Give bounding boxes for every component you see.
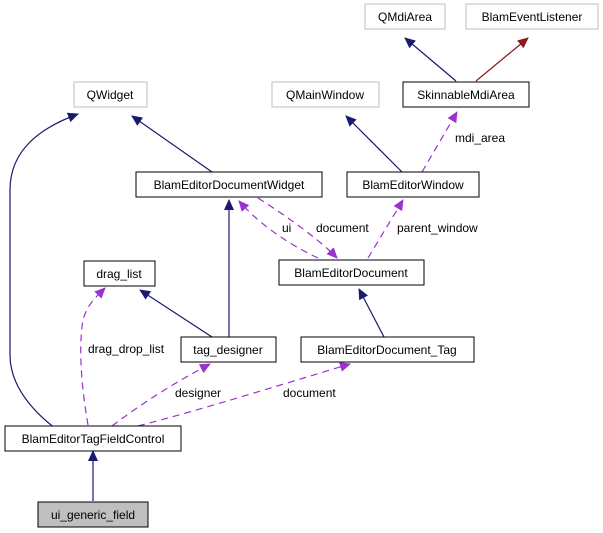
node-label: QMdiArea [378, 10, 432, 24]
node-label: BlamEditorDocumentWidget [154, 178, 305, 192]
edge-tagfieldcontrol-to-tagdesigner [111, 363, 211, 427]
node-label: drag_list [96, 267, 142, 281]
edge-skinnable-to-blameventlistener [475, 37, 529, 82]
edge-tagfieldcontrol-to-draglist [80, 287, 106, 426]
node-label: BlamEditorWindow [362, 178, 464, 192]
edge-label-ui: ui [282, 221, 291, 235]
node-blameditorwindow[interactable]: BlamEditorWindow [346, 171, 480, 198]
node-label: BlamEventListener [482, 10, 583, 24]
edge-label-parent-window: parent_window [397, 221, 478, 235]
node-label: tag_designer [193, 343, 262, 357]
node-blameditordocument[interactable]: BlamEditorDocument [278, 259, 425, 286]
node-blameditortagfieldcontrol[interactable]: BlamEditorTagFieldControl [4, 425, 182, 452]
node-qmainwindow[interactable]: QMainWindow [271, 81, 380, 108]
edge-tagfieldcontrol-to-documenttag [137, 362, 351, 427]
edge-window-to-skinnable [421, 111, 458, 173]
edge-skinnable-to-qmdiarea [404, 37, 457, 82]
edge-label-document-tag: document [283, 386, 336, 400]
edge-documentwidget-to-document [257, 197, 338, 259]
node-label: SkinnableMdiArea [417, 88, 515, 102]
node-label: BlamEditorDocument [294, 266, 408, 280]
edge-documentwidget-to-qwidget [131, 115, 213, 173]
edge-document-to-documentwidget-ui [238, 200, 319, 259]
node-blameventlistener[interactable]: BlamEventListener [465, 3, 599, 30]
node-skinnablemdiarea[interactable]: SkinnableMdiArea [402, 81, 530, 108]
edge-tagdesigner-to-draglist [139, 289, 213, 338]
node-ui-generic-field[interactable]: ui_generic_field [37, 501, 149, 528]
node-label: QMainWindow [286, 88, 364, 102]
edge-label-document-widget: document [316, 221, 369, 235]
node-label: BlamEditorDocument_Tag [317, 343, 456, 357]
edge-documenttag-to-document [358, 288, 385, 338]
node-blameditordocument-tag[interactable]: BlamEditorDocument_Tag [300, 336, 475, 363]
node-qwidget[interactable]: QWidget [73, 81, 148, 108]
edge-label-drag-drop-list: drag_drop_list [88, 342, 165, 356]
node-qmdiarea[interactable]: QMdiArea [364, 3, 446, 30]
edge-label-designer: designer [175, 386, 221, 400]
node-label: QWidget [87, 88, 134, 102]
edge-tagfieldcontrol-to-qwidget [9, 112, 79, 439]
edge-window-to-qmainwindow [345, 115, 403, 173]
node-label: BlamEditorTagFieldControl [22, 432, 165, 446]
node-blameditordocumentwidget[interactable]: BlamEditorDocumentWidget [135, 171, 323, 198]
edge-label-mdi-area: mdi_area [455, 131, 505, 145]
node-label: ui_generic_field [51, 508, 135, 522]
node-drag-list[interactable]: drag_list [83, 260, 156, 287]
node-tag-designer[interactable]: tag_designer [180, 336, 277, 363]
